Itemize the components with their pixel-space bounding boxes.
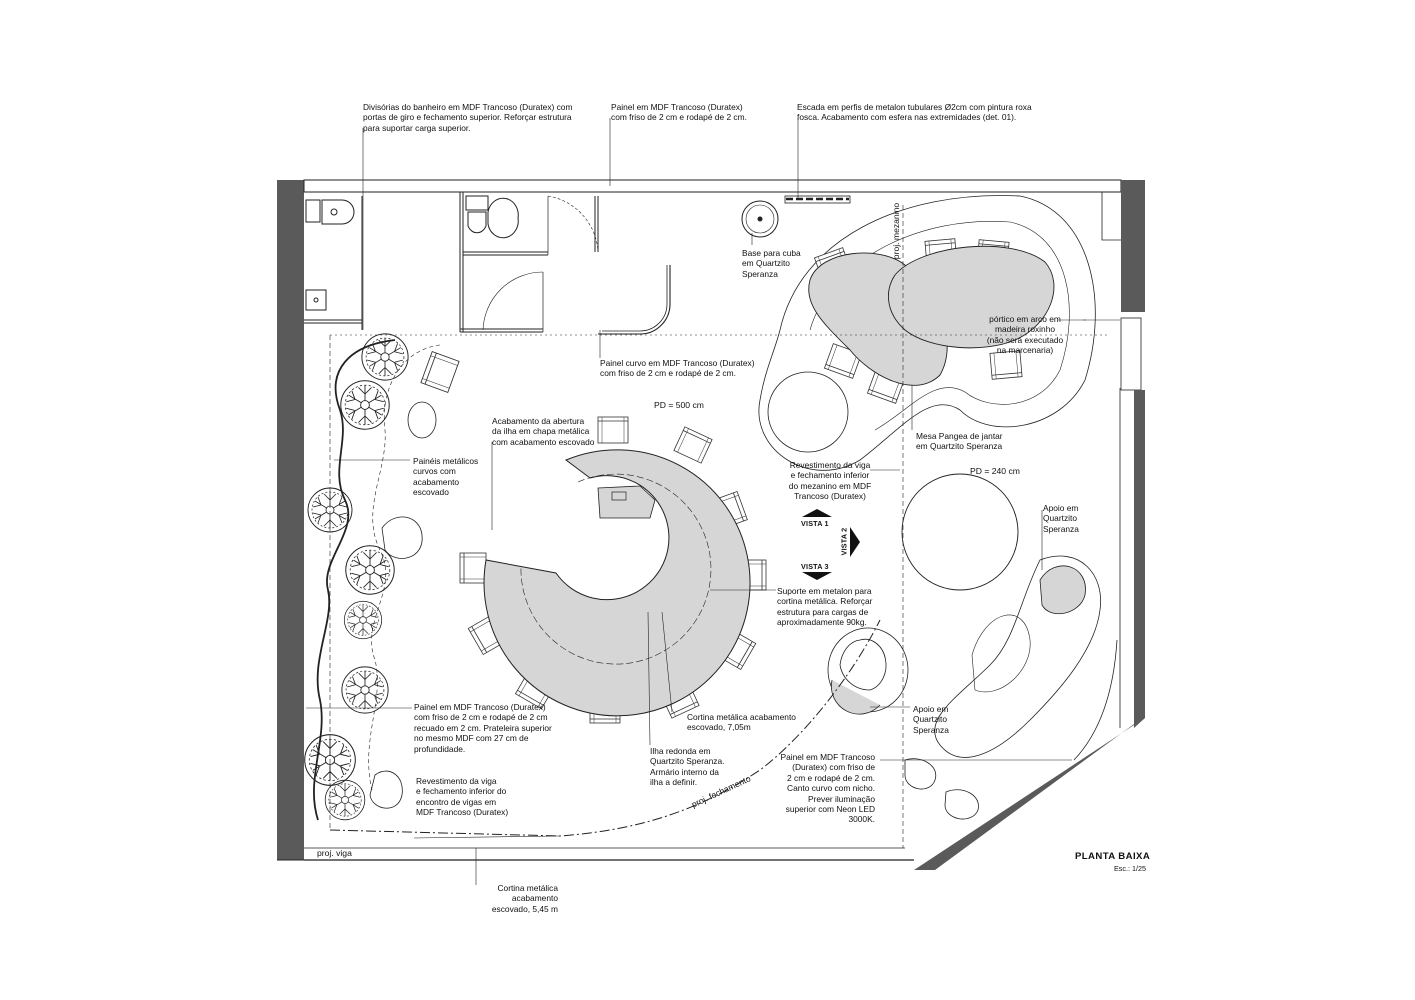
- note-round-island: Ilha redonda em Quartzito Speranza. Armá…: [650, 746, 725, 788]
- lounge-area: [827, 473, 1102, 820]
- note-metal-curtain-705: Cortina metálica acabamento escovado, 7,…: [687, 712, 796, 733]
- ceiling-height-240: PD = 240 cm: [970, 466, 1020, 476]
- view-marker-3: VISTA 3: [801, 562, 829, 571]
- note-metal-panels: Painéis metálicos curvos com acabamento …: [413, 456, 479, 498]
- sink-and-stairs: [741, 195, 851, 238]
- note-metal-curtain-545: Cortina metálica acabamento escovado, 5,…: [491, 883, 558, 914]
- note-neon-panel: Painel em MDF Trancoso (Duratex) com fri…: [780, 752, 875, 825]
- ceiling-height-500: PD = 500 cm: [654, 400, 704, 410]
- label-mezzanine-projection: proj. mezanino: [891, 202, 901, 260]
- label-beam-projection: proj. viga: [317, 848, 352, 858]
- note-arched-portico: pórtico em arco em madeira roxinho (não …: [986, 314, 1064, 356]
- drawing-scale: Esc.: 1/25: [1114, 864, 1146, 873]
- note-curved-panel: Painel curvo em MDF Trancoso (Duratex) c…: [600, 358, 755, 379]
- note-support-top: Apoio em Quartzito Speranza: [1043, 503, 1079, 534]
- leader-lines: [306, 118, 1086, 885]
- round-island: [459, 416, 767, 724]
- note-support-bottom: Apoio em Quartzito Speranza: [913, 704, 949, 735]
- note-mezzanine-beam-cladding: Revestimento da viga e fechamento inferi…: [788, 460, 872, 502]
- note-sink-base: Base para cuba em Quartzito Speranza: [742, 248, 801, 279]
- planters-and-curved-panels: [304, 333, 460, 821]
- note-island-opening-finish: Acabamento da abertura da ilha em chapa …: [492, 416, 595, 447]
- projection-lines: [329, 205, 1110, 848]
- note-beam-junction-cladding: Revestimento da viga e fechamento inferi…: [416, 776, 509, 818]
- view-markers: [802, 509, 860, 580]
- note-top-panel: Painel em MDF Trancoso (Duratex) com fri…: [611, 102, 747, 123]
- note-metalon-support: Suporte em metalon para cortina metálica…: [777, 586, 873, 628]
- view-marker-1: VISTA 1: [801, 519, 829, 528]
- view-marker-2: VISTA 2: [839, 527, 849, 556]
- exterior-walls: [277, 179, 1145, 870]
- bathrooms: [304, 192, 671, 335]
- note-bathroom-partitions: Divisórias do banheiro em MDF Trancoso (…: [363, 102, 573, 133]
- note-dining-table: Mesa Pangea de jantar em Quartzito Spera…: [916, 431, 1003, 452]
- drawing-title: PLANTA BAIXA: [1075, 851, 1151, 862]
- dining-area: [758, 195, 1120, 471]
- note-staircase: Escada em perfis de metalon tubulares Ø2…: [797, 102, 1032, 123]
- note-recessed-panel: Painel em MDF Trancoso (Duratex) com fri…: [414, 702, 552, 754]
